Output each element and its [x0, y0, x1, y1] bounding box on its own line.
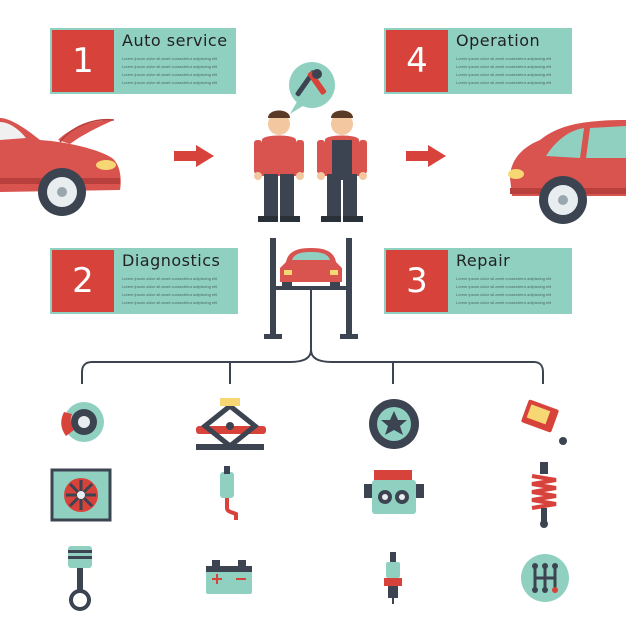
step-2-number: 2	[52, 250, 114, 312]
step-2-title: Diagnostics	[122, 251, 221, 270]
step-4-number: 4	[386, 30, 448, 92]
step-2-panel: 2 Diagnostics Lorem ipsum dolor sit amet…	[50, 248, 238, 314]
car-icon	[508, 120, 626, 224]
engine-block-icon	[364, 470, 424, 514]
mechanic-figure-icon	[317, 110, 367, 222]
step-1-title: Auto service	[122, 31, 228, 50]
step-1-placeholder: Lorem ipsum dolor sit amet consectetur a…	[122, 56, 218, 85]
brake-disc-icon	[61, 402, 104, 442]
car-hood-open-icon	[0, 118, 121, 216]
step-4-title: Operation	[456, 31, 541, 50]
step-1-panel: 1 Auto service Lorem ipsum dolor sit ame…	[50, 28, 236, 94]
step-2-placeholder: Lorem ipsum dolor sit amet consectetur a…	[122, 276, 218, 305]
car-lift-icon	[264, 238, 358, 339]
exhaust-pipe-icon	[220, 466, 238, 520]
step-3-panel: 3 Repair Lorem ipsum dolor sit amet cons…	[384, 248, 572, 314]
arrow-right-icon	[406, 145, 446, 167]
tools-speech-bubble-icon	[289, 62, 335, 114]
oil-can-icon	[521, 399, 567, 445]
step-1-number: 1	[52, 30, 114, 92]
shock-absorber-icon	[531, 462, 557, 528]
step-3-title: Repair	[456, 251, 511, 270]
radiator-fan-icon	[50, 468, 112, 522]
step-4-placeholder: Lorem ipsum dolor sit amet consectetur a…	[456, 56, 552, 85]
step-4-panel: 4 Operation Lorem ipsum dolor sit amet c…	[384, 28, 572, 94]
tire-icon	[369, 399, 419, 449]
spark-plug-icon	[384, 552, 402, 604]
piston-icon	[68, 546, 92, 611]
gear-shift-icon	[521, 554, 569, 602]
battery-icon	[206, 560, 252, 594]
mechanic-figure-icon	[254, 110, 304, 222]
tree-connector-lines	[81, 290, 544, 384]
arrow-right-icon	[174, 145, 214, 167]
car-jack-icon	[196, 398, 266, 450]
step-3-number: 3	[386, 250, 448, 312]
step-3-placeholder: Lorem ipsum dolor sit amet consectetur a…	[456, 276, 552, 305]
